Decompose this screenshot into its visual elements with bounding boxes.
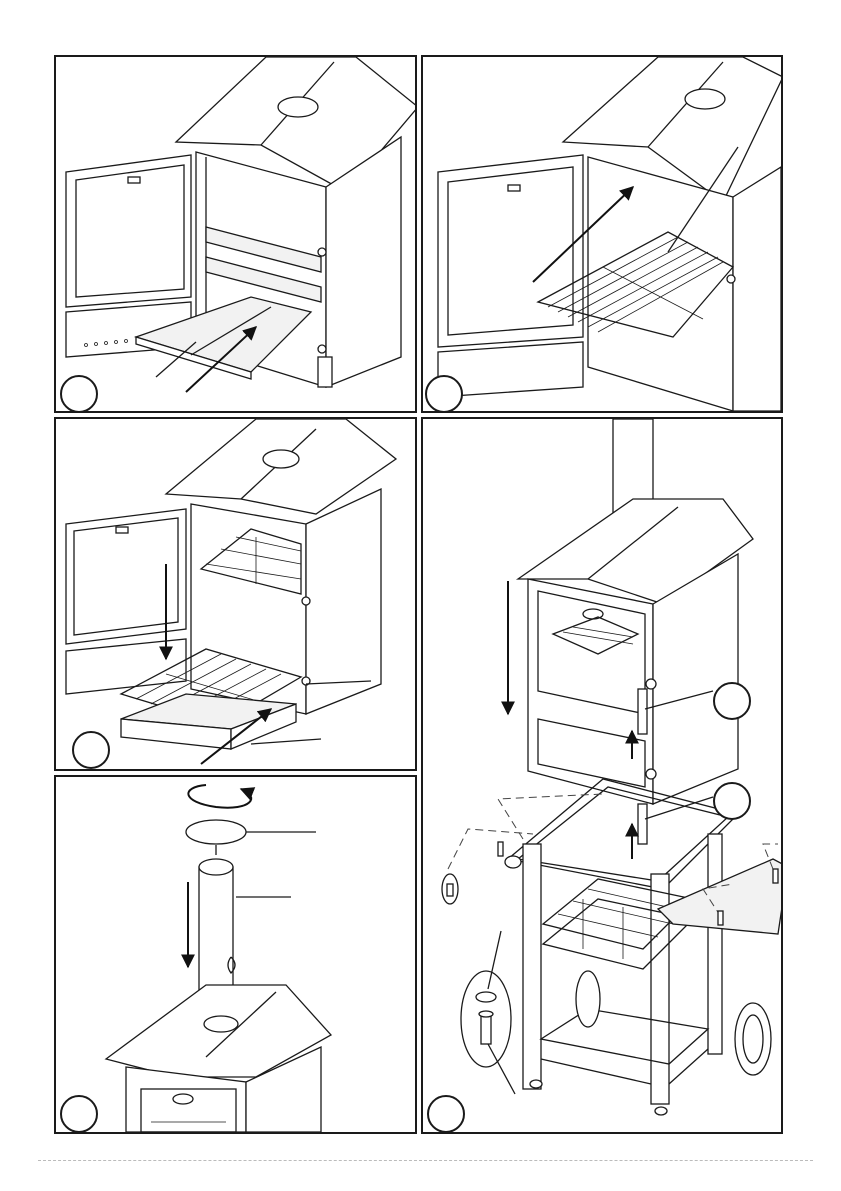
- trolley-frame: [505, 779, 738, 1104]
- panel-step-2: [421, 55, 783, 413]
- fastener-detail: [461, 931, 515, 1094]
- illustration-insert-stone-base: [56, 57, 415, 411]
- panel-step-5: [421, 417, 783, 1134]
- panel-step-4: [54, 775, 417, 1134]
- step-badge-5: [427, 1095, 465, 1133]
- step-badge-4: [60, 1095, 98, 1133]
- illustration-fit-chimney: [56, 777, 415, 1132]
- wheel: [735, 1003, 771, 1075]
- panel-step-3: [54, 417, 417, 771]
- panel-step-1: [54, 55, 417, 413]
- callout-circle-1: [713, 682, 751, 720]
- chimney-cap: [186, 820, 246, 844]
- callout-circle-2: [713, 782, 751, 820]
- illustration-insert-lower-grill-and-tray: [56, 419, 415, 769]
- step-badge-1: [60, 375, 98, 413]
- illustration-insert-upper-grill: [423, 57, 781, 411]
- step-badge-2: [425, 375, 463, 413]
- step-badge-3: [72, 731, 110, 769]
- page-bottom-rule: [38, 1160, 813, 1161]
- illustration-mount-oven-on-trolley: [423, 419, 781, 1132]
- chimney-pipe: [199, 859, 235, 1000]
- trolley-basket: [543, 879, 693, 969]
